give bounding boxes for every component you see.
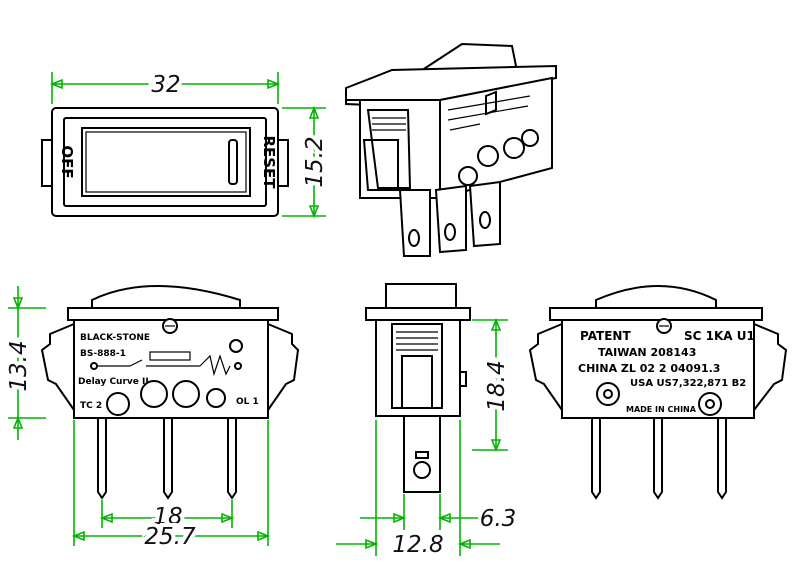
iso-terminal-3 [468, 180, 501, 248]
dim-overall-width: 25.7 [71, 420, 271, 554]
reset-indicator-window [228, 139, 238, 185]
dim-32-label: 32 [151, 72, 180, 98]
side-right-rocker [595, 285, 717, 309]
dim-18-label: 18 [153, 504, 182, 530]
dim-13-4-label: 13.4 [6, 340, 32, 391]
side-right-body [561, 319, 755, 419]
dim-pin-spacing: 18 [99, 500, 235, 534]
dim-25-7-label: 25.7 [144, 524, 196, 550]
right-pin-2 [653, 417, 663, 500]
side-left-bezel [67, 307, 279, 321]
tc-label: TC 2 [80, 401, 102, 411]
iso-terminal-1 [398, 189, 431, 257]
dim-side-height: 13.4 [2, 286, 46, 440]
side-right-bezel [549, 307, 763, 321]
end-view: 18.4 6.3 12.8 [336, 283, 516, 558]
reset-label: RESET [260, 135, 278, 189]
side-left-rocker [91, 285, 241, 309]
china-label: CHINA ZL 02 2 04091.3 [578, 362, 720, 375]
dial-1 [140, 380, 168, 408]
pin-3 [227, 417, 237, 500]
model-label: BS-888-1 [80, 349, 126, 359]
made-in-label: MADE IN CHINA [626, 405, 697, 414]
side-view-left: BLACK-STONE BS-888-1 Delay Curve II TC 2… [2, 285, 300, 554]
right-pin-3 [717, 417, 727, 500]
isometric-view [345, 42, 557, 257]
end-body [375, 319, 461, 417]
rocker-face [81, 127, 251, 197]
iso-terminal-2 [434, 184, 467, 254]
dim-terminal-width: 6.3 [360, 494, 516, 532]
dim-end-height: 18.4 [472, 317, 514, 453]
patent-label: PATENT [580, 329, 631, 343]
off-label: OFF [58, 145, 76, 178]
right-pin-1 [591, 417, 601, 500]
dim-18-4-label: 18.4 [484, 360, 510, 411]
brand-label: BLACK-STONE [80, 333, 150, 343]
left-clip [41, 139, 53, 187]
pin-1 [97, 417, 107, 500]
front-view: OFF RESET 32 15.2 [41, 68, 332, 219]
dim-end-width: 12.8 [336, 420, 500, 558]
dim-15-2-label: 15.2 [302, 136, 328, 187]
dim-6-3-label: 6.3 [480, 506, 517, 532]
model-code-label: SC 1KA U1 [684, 329, 755, 343]
side-view-right: PATENT SC 1KA U1 TAIWAN 208143 CHINA ZL … [528, 285, 788, 500]
dial-2 [172, 380, 200, 408]
dim-front-height: 15.2 [282, 105, 332, 219]
dim-front-width: 32 [49, 68, 281, 104]
curve-label: Delay Curve II [78, 377, 149, 387]
taiwan-label: TAIWAN 208143 [598, 346, 696, 359]
usa-label: USA US7,322,871 B2 [630, 378, 746, 389]
end-rocker [385, 283, 457, 309]
right-clip [277, 139, 289, 187]
ol-label: OL 1 [236, 397, 259, 407]
end-terminal [403, 415, 441, 493]
dim-12-8-label: 12.8 [392, 532, 443, 558]
rivet-right [698, 392, 722, 416]
end-bezel [365, 307, 471, 321]
rivet-left [596, 382, 620, 406]
pin-2 [163, 417, 173, 500]
